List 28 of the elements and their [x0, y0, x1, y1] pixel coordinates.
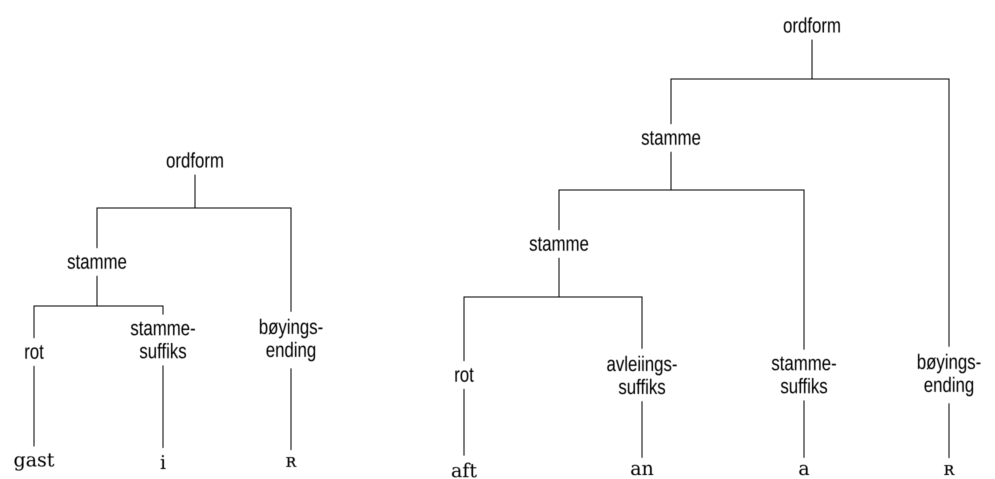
tree-node-label: avleiings- suffiks	[607, 356, 677, 394]
tree-node-label: bøyings- ending	[918, 354, 980, 396]
tree-node-label: bøyings- ending	[260, 318, 322, 362]
tree-branch-line	[162, 364, 164, 449]
tree-node-label: stamme	[530, 237, 588, 251]
word-form: ʀ	[286, 457, 297, 467]
word-form: ʀ	[944, 465, 955, 475]
tree-branch-line	[948, 402, 950, 459]
tree-branch-line	[290, 368, 292, 451]
tree-node-label: ordform	[784, 17, 840, 33]
word-form: i	[160, 455, 166, 469]
tree-branch-line	[804, 400, 805, 458]
tree-node-label: stamme	[642, 131, 700, 145]
tree-node-label: stamme	[68, 255, 126, 269]
tree-node-label: stamme- suffiks	[772, 356, 836, 394]
tree-branch-line	[194, 174, 292, 312]
tree-branch-line	[670, 151, 805, 350]
tree-node-label: stamme- suffiks	[130, 322, 195, 358]
word-form: a	[799, 464, 810, 476]
tree-branch-line	[812, 39, 950, 348]
tree-branch-line	[96, 275, 164, 316]
tree-node-label: rot	[25, 345, 44, 359]
word-form: gast	[14, 453, 54, 471]
tree-node-label: ordform	[166, 152, 223, 168]
word-form: aft	[452, 462, 477, 478]
tree-node-label: rot	[455, 368, 474, 382]
word-form: an	[631, 464, 654, 476]
tree-branch-line	[558, 257, 642, 350]
